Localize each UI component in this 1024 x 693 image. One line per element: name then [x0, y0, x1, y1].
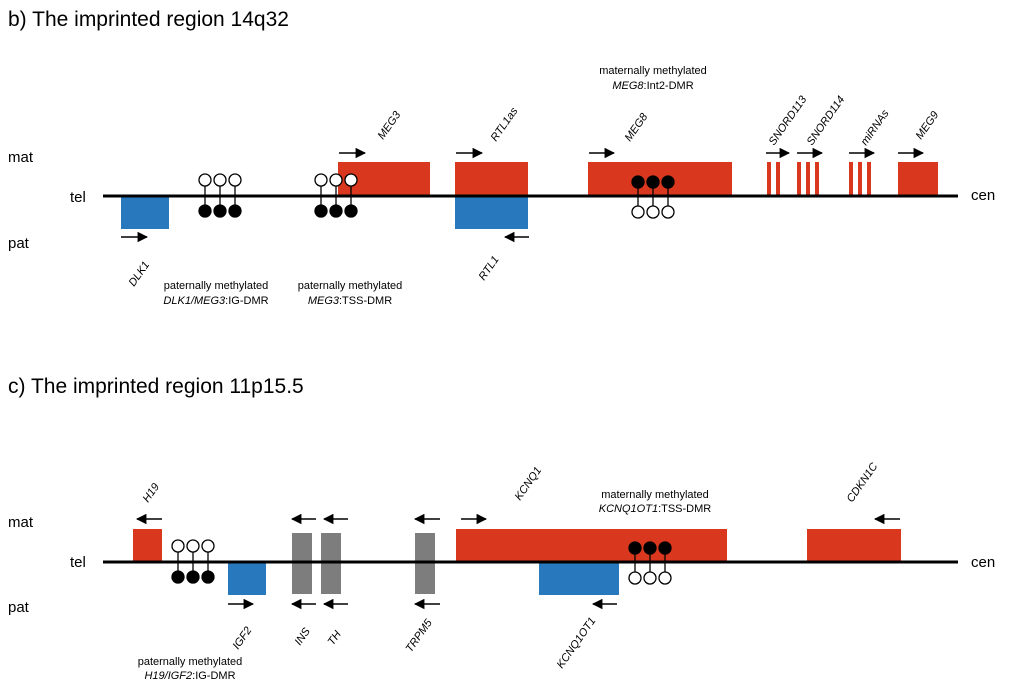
meg3-tss-dmr-line2: MEG3:TSS-DMR [308, 295, 392, 307]
h19-label: H19 [141, 481, 162, 504]
h19-box [133, 529, 162, 562]
dlk1-box [121, 196, 169, 229]
panel-c-pat-label: pat [8, 599, 30, 616]
panel-c-title: c) The imprinted region 11p15.5 [8, 375, 304, 398]
cdkn1c-label: CDKN1C [845, 461, 881, 505]
ins-label: INS [293, 625, 314, 647]
rtl1-box [455, 196, 528, 229]
ig-dmr-line1: paternally methylated [164, 280, 269, 292]
meg3-label: MEG3 [376, 109, 404, 142]
meg8-box [588, 162, 732, 196]
meg8-int2-dmr-line2: MEG8:Int2-DMR [612, 80, 693, 92]
kcnq1ot1-box [539, 562, 619, 595]
ig-dmr-line2: DLK1/MEG3:IG-DMR [163, 295, 268, 307]
igf2-label: IGF2 [231, 625, 255, 652]
snord113-label: SNORD113 [767, 93, 810, 148]
cdkn1c-box [807, 529, 901, 562]
kcnq1ot1-dmr-line1: maternally methylated [601, 489, 709, 501]
kcnq1ot1-dmr-lollipops [628, 541, 672, 585]
meg8-int2-dmr-lollipops [631, 175, 675, 219]
igf2-box [228, 562, 266, 595]
panel-c-tel-label: tel [70, 554, 86, 571]
panel-b-tel-label: tel [70, 189, 86, 206]
panel-c-mat-label: mat [8, 514, 34, 531]
snord114-cluster [797, 162, 819, 196]
kcnq1ot1-label: KCNQ1OT1 [555, 615, 599, 670]
panel-b-pat-label: pat [8, 235, 30, 252]
dlk1-label: DLK1 [127, 259, 153, 288]
panel-c: c) The imprinted region 11p15.5 mat pat … [8, 375, 995, 682]
meg9-box [898, 162, 938, 196]
panel-b-title: b) The imprinted region 14q32 [8, 8, 289, 31]
rtl1-label: RTL1 [477, 254, 502, 283]
mirnas-cluster [849, 162, 871, 196]
mirnas-label: miRNAs [859, 107, 892, 147]
rtl1as-label: RTL1as [489, 105, 521, 144]
rtl1as-box [455, 162, 528, 196]
kcnq1ot1-dmr-line2: KCNQ1OT1:TSS-DMR [599, 503, 712, 515]
panel-b-mat-label: mat [8, 149, 34, 166]
panel-c-cen-label: cen [971, 554, 995, 571]
snord114-label: SNORD114 [805, 94, 848, 148]
meg3-tss-dmr-line1: paternally methylated [298, 280, 403, 292]
snord113-cluster [767, 162, 780, 196]
meg3-tss-dmr-lollipops [314, 173, 358, 218]
kcnq1-label: KCNQ1 [513, 465, 545, 503]
meg8-label: MEG8 [623, 111, 651, 144]
panel-b: b) The imprinted region 14q32 mat pat te… [8, 8, 995, 307]
panel-b-cen-label: cen [971, 187, 995, 204]
h19-igf2-dmr-lollipops [171, 539, 215, 584]
kcnq1-box [456, 529, 727, 562]
h19-igf2-dmr-line1: paternally methylated [138, 656, 243, 668]
meg8-int2-dmr-line1: maternally methylated [599, 65, 707, 77]
trpm5-label: TRPM5 [404, 617, 436, 655]
meg9-label: MEG9 [914, 109, 942, 141]
th-label: TH [326, 629, 344, 648]
h19-igf2-dmr-line2: H19/IGF2:IG-DMR [144, 670, 235, 682]
ig-dmr-lollipops [198, 173, 242, 218]
